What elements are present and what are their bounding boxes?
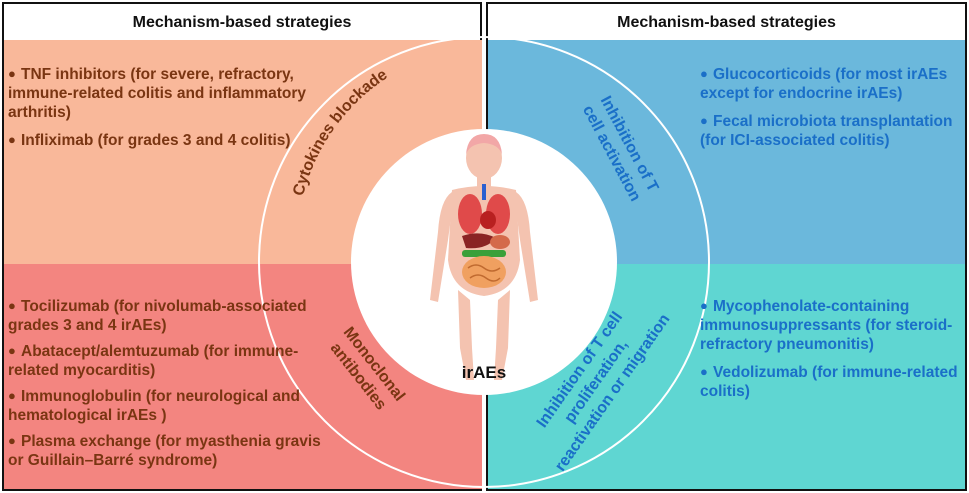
cytokines-blockade-list: ●TNF inhibitors (for severe, refractory,… (8, 64, 338, 158)
right-panel-header: Mechanism-based strategies (617, 14, 836, 31)
bullet-icon: ● (8, 132, 16, 147)
bullet-icon: ● (8, 433, 16, 448)
monoclonal-antibodies-list: ●Tocilizumab (for nivolumab-associated g… (8, 296, 338, 476)
list-item: ●Plasma exchange (for myasthenia gravis … (8, 433, 321, 469)
t-cell-activation-list: ●Glucocorticoids (for most irAEs except … (700, 64, 960, 158)
outer-ring (258, 36, 710, 488)
bullet-icon: ● (700, 113, 708, 128)
list-item: ●Tocilizumab (for nivolumab-associated g… (8, 298, 307, 334)
bullet-icon: ● (700, 66, 708, 81)
list-item: ●Glucocorticoids (for most irAEs except … (700, 66, 948, 102)
bullet-icon: ● (8, 343, 16, 358)
bullet-icon: ● (700, 364, 708, 379)
list-item: ●Mycophenolate-containing immunosuppress… (700, 298, 953, 353)
bullet-icon: ● (8, 298, 16, 313)
t-cell-proliferation-list: ●Mycophenolate-containing immunosuppress… (700, 296, 966, 409)
human-anatomy-icon (430, 134, 538, 380)
list-item: ●Infliximab (for grades 3 and 4 colitis) (8, 132, 291, 149)
bullet-icon: ● (8, 66, 16, 81)
list-item: ●Abatacept/alemtuzumab (for immune-relat… (8, 343, 299, 379)
center-label: irAEs (462, 363, 506, 382)
bullet-icon: ● (700, 298, 708, 313)
list-item: ●Vedolizumab (for immune-related colitis… (700, 364, 958, 400)
list-item: ●Fecal microbiota transplantation (for I… (700, 113, 953, 149)
list-item: ●Immunoglobulin (for neurological and he… (8, 388, 300, 424)
list-item: ●TNF inhibitors (for severe, refractory,… (8, 66, 307, 121)
left-panel-header: Mechanism-based strategies (132, 14, 352, 31)
bullet-icon: ● (8, 388, 16, 403)
